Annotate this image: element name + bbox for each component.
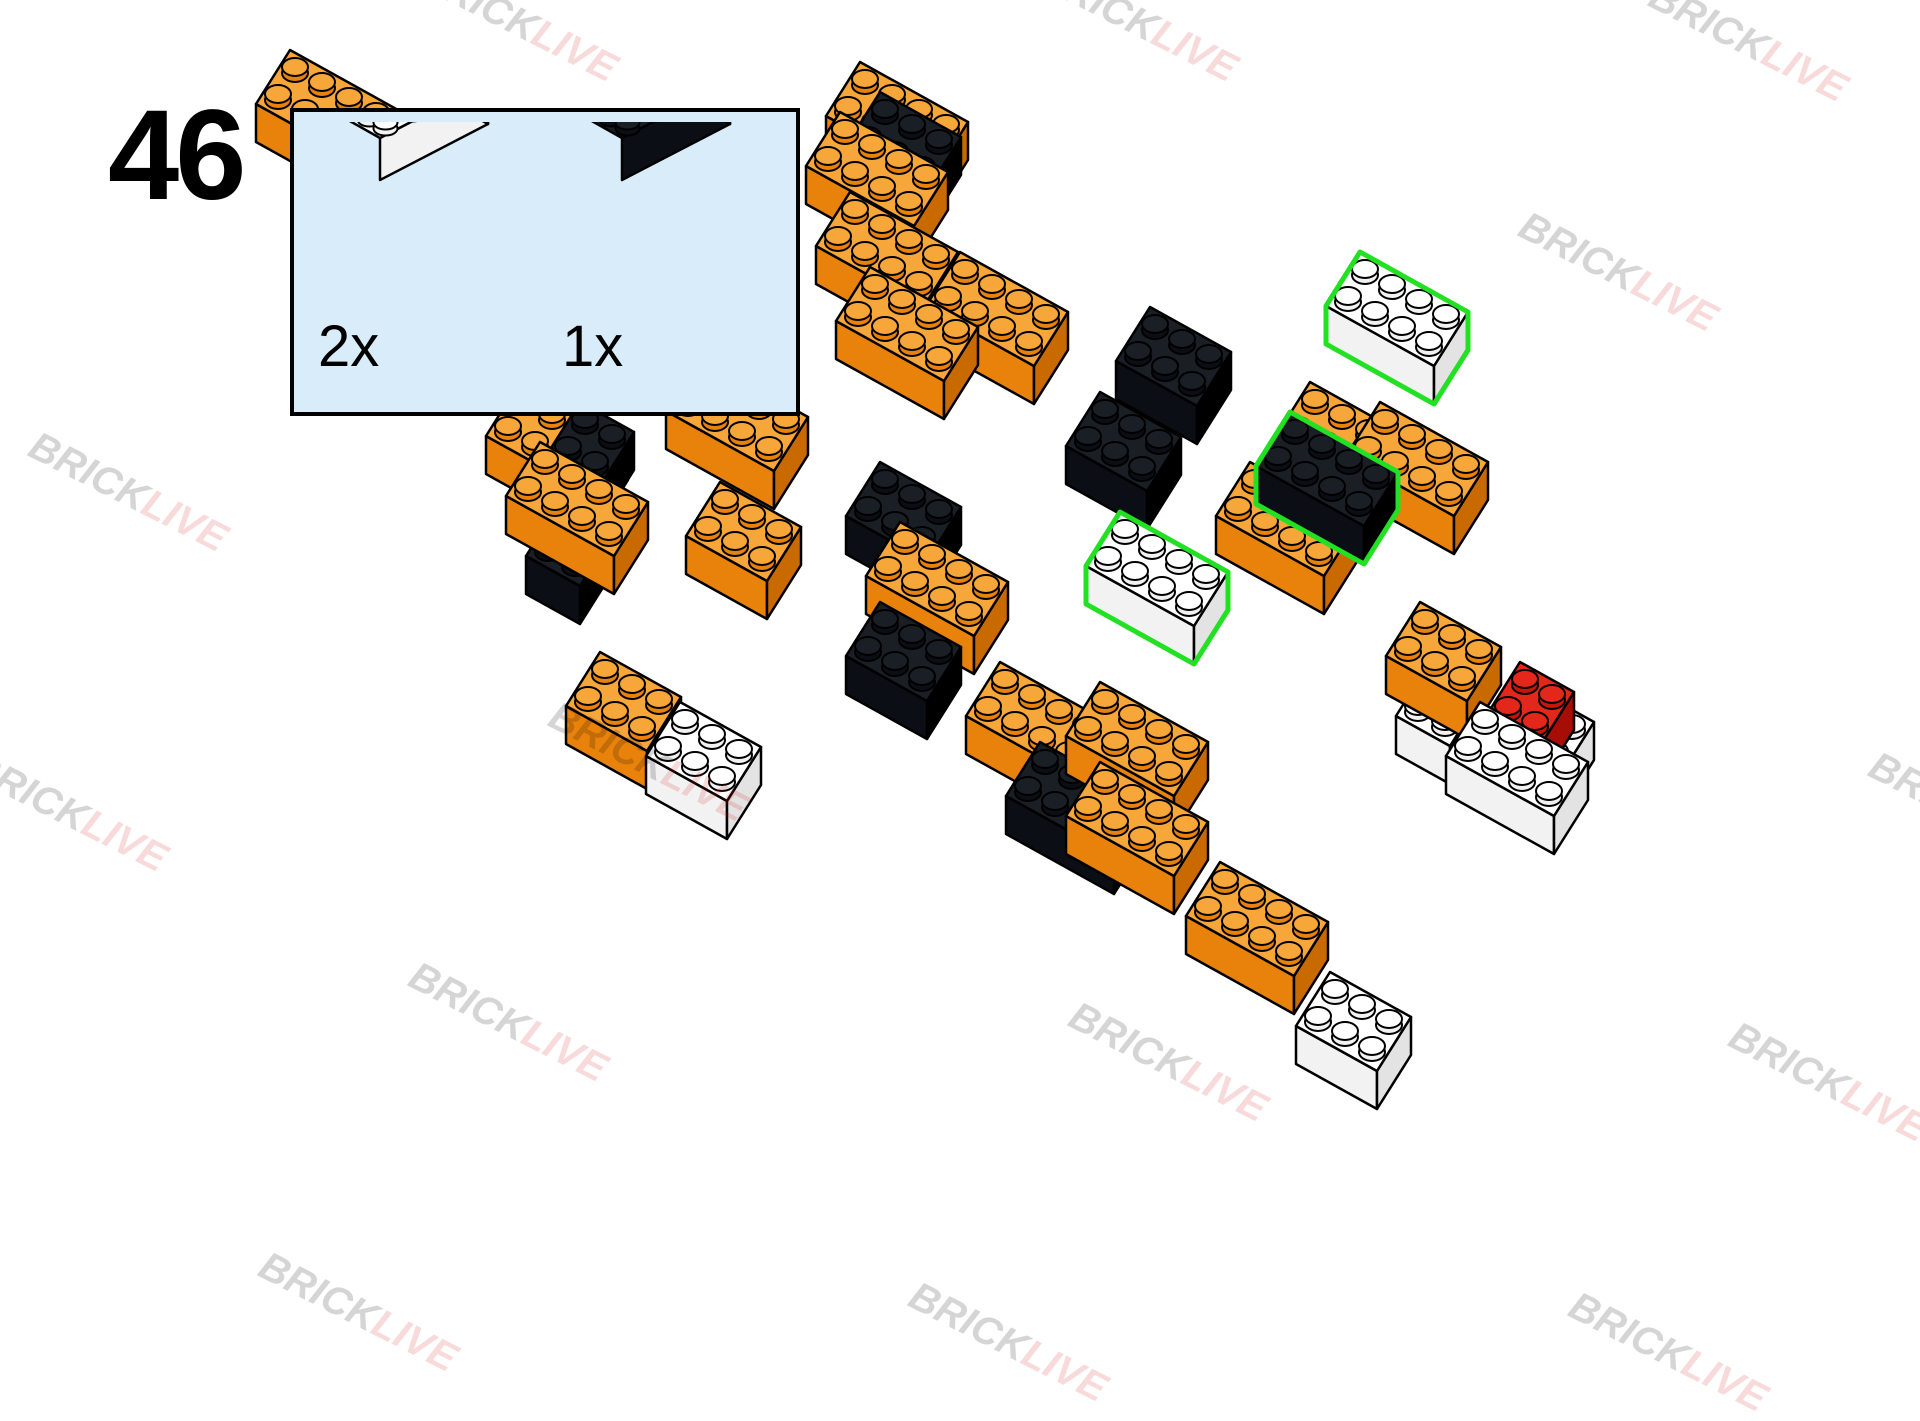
new-brick-black [1253, 409, 1401, 567]
black-brick-2x4-icon [591, 122, 732, 182]
lego-model-illustration [254, 48, 1596, 1111]
brick-white [1444, 700, 1590, 856]
new-brick-white-2 [1083, 509, 1231, 667]
brick-black [844, 600, 963, 741]
brick-orange [1064, 680, 1210, 836]
brick-black [1064, 390, 1183, 531]
white-brick-quantity: 2x [318, 314, 380, 379]
black-brick-quantity: 1x [562, 314, 624, 379]
brick-orange [1184, 860, 1330, 1016]
part-brick [349, 122, 490, 182]
part-brick [591, 122, 732, 182]
brick-white [644, 700, 763, 841]
brick-black [1114, 305, 1233, 446]
brick-orange [834, 265, 980, 421]
brick-orange [684, 480, 803, 621]
brick-orange [504, 440, 650, 596]
new-brick-white-1 [1323, 249, 1471, 407]
brick-orange [1064, 760, 1210, 916]
step-number: 46 [108, 84, 246, 227]
brick-white [1294, 970, 1413, 1111]
white-brick-2x4-icon [349, 122, 490, 182]
parts-callout-box: 2x 1x [290, 108, 800, 416]
